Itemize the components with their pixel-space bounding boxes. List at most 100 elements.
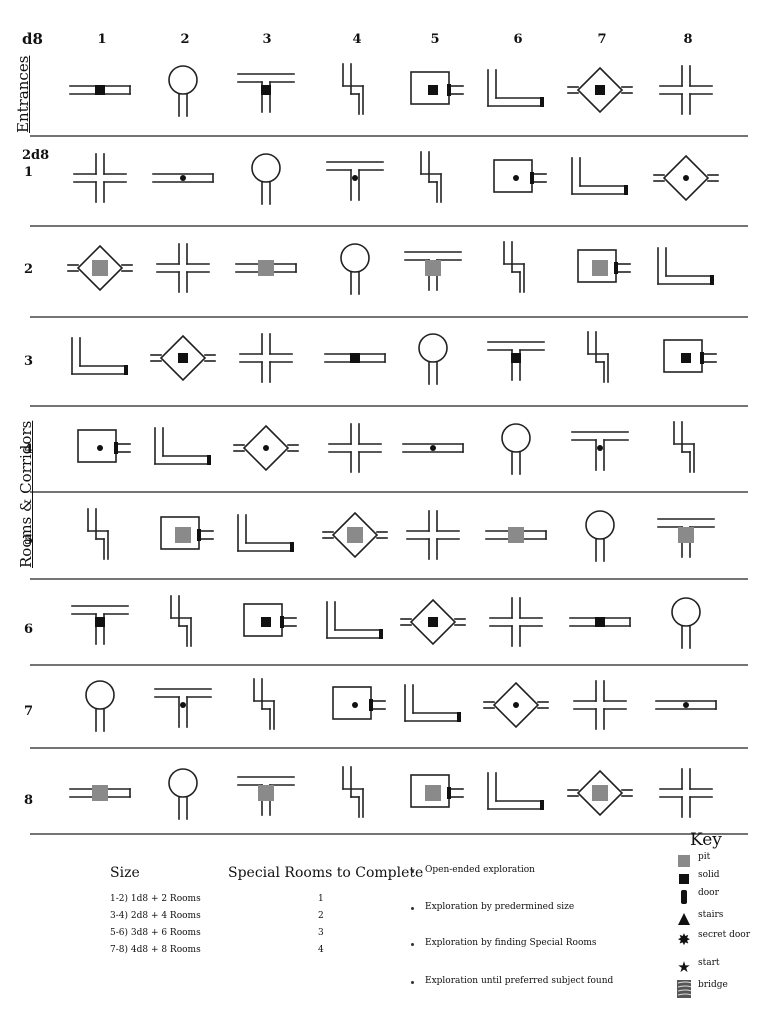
room-corridor-tile xyxy=(237,514,294,552)
room-corridor-tile xyxy=(673,421,695,473)
room-corridor-tile xyxy=(328,423,382,473)
column-number-6: 6 xyxy=(513,32,523,47)
room-corridor-tile xyxy=(587,331,609,383)
room-corridor-tile xyxy=(154,688,212,728)
special-rooms-title: Special Rooms to Complete xyxy=(228,865,424,881)
room-corridor-tile xyxy=(585,510,615,562)
room-corridor-tile xyxy=(503,241,525,293)
legend-area: Size 1-2) 1d8 + 2 Rooms 3-4) 2d8 + 4 Roo… xyxy=(0,830,768,1024)
exploration-row: Exploration by predermined size xyxy=(411,902,574,912)
room-corridor-tile xyxy=(573,680,627,730)
size-title: Size xyxy=(110,865,140,881)
room-corridor-tile xyxy=(657,518,715,558)
column-number-3: 3 xyxy=(262,32,272,47)
entrance-tile xyxy=(237,73,295,113)
room-corridor-tile xyxy=(406,510,460,560)
row-number-5: 5 xyxy=(24,533,34,548)
stairs-icon xyxy=(677,912,691,926)
room-corridor-tile xyxy=(483,681,549,729)
row-number-6: 6 xyxy=(24,622,34,637)
size-row: 1-2) 1d8 + 2 Rooms xyxy=(110,894,201,904)
room-corridor-tile xyxy=(150,334,216,382)
size-row: 3-4) 2d8 + 4 Rooms xyxy=(110,911,201,921)
room-corridor-tile xyxy=(154,427,211,465)
room-corridor-tile xyxy=(493,159,547,193)
room-corridor-tile xyxy=(69,785,131,801)
special-rooms-row: 3 xyxy=(318,928,324,938)
pit-icon xyxy=(677,854,691,868)
room-corridor-tile xyxy=(326,161,384,201)
room-corridor-tile xyxy=(663,339,717,373)
row-number-7: 7 xyxy=(24,704,34,719)
column-number-2: 2 xyxy=(180,32,190,47)
row-number-1: 1 xyxy=(24,165,34,180)
exploration-row: Exploration until preferred subject foun… xyxy=(411,976,613,986)
entrance-tile xyxy=(487,69,544,107)
room-corridor-tile xyxy=(655,700,717,710)
room-corridor-tile xyxy=(332,686,386,720)
room-corridor-tile xyxy=(569,617,631,627)
room-corridor-tile xyxy=(342,766,364,818)
room-corridor-tile xyxy=(489,597,543,647)
d8-label: d8 xyxy=(22,30,43,48)
entrance-tile xyxy=(342,63,364,115)
room-corridor-tile xyxy=(501,423,531,475)
room-corridor-tile xyxy=(156,243,210,293)
column-number-4: 4 xyxy=(352,32,362,47)
room-corridor-tile xyxy=(170,595,192,647)
room-corridor-tile xyxy=(487,341,545,381)
room-corridor-tile xyxy=(418,333,448,385)
room-corridor-tile xyxy=(659,768,713,818)
room-corridor-tile xyxy=(487,772,544,810)
room-corridor-tile xyxy=(657,247,714,285)
row-number-2: 2 xyxy=(24,262,34,277)
room-corridor-tile xyxy=(233,424,299,472)
room-corridor-tile xyxy=(571,431,629,471)
bridge-icon xyxy=(677,980,691,998)
rooms-corridors-section-label: Rooms & Corridors xyxy=(17,420,35,568)
special-rooms-row: 2 xyxy=(318,911,324,921)
secret-door-icon: ✸ xyxy=(677,929,691,949)
room-corridor-tile xyxy=(239,333,293,383)
room-corridor-tile xyxy=(67,244,133,292)
room-corridor-tile xyxy=(577,249,631,283)
exploration-row: Exploration by finding Special Rooms xyxy=(411,938,597,948)
room-corridor-tile xyxy=(671,597,701,649)
row-number-4: 4 xyxy=(24,442,34,457)
room-corridor-tile xyxy=(152,173,214,183)
door-icon xyxy=(677,890,691,904)
room-corridor-tile xyxy=(400,598,466,646)
room-corridor-tile xyxy=(160,516,214,550)
column-number-8: 8 xyxy=(683,32,693,47)
exploration-row: Open-ended exploration xyxy=(411,865,535,875)
special-rooms-row: 4 xyxy=(318,945,324,955)
column-number-7: 7 xyxy=(597,32,607,47)
entrance-tile xyxy=(69,85,131,95)
room-corridor-tile xyxy=(571,157,628,195)
room-corridor-tile xyxy=(251,153,281,205)
room-corridor-tile xyxy=(340,243,370,295)
room-corridor-tile xyxy=(168,768,198,820)
room-corridor-tile xyxy=(71,337,128,375)
row-number-3: 3 xyxy=(24,354,34,369)
entrance-tile xyxy=(659,65,713,115)
room-corridor-tile xyxy=(71,605,129,645)
column-number-5: 5 xyxy=(430,32,440,47)
room-corridor-tile xyxy=(485,527,547,543)
entrances-section-label: Entrances xyxy=(14,55,32,133)
start-icon: ★ xyxy=(677,958,691,976)
row-number-8: 8 xyxy=(24,793,34,808)
room-corridor-tile xyxy=(235,260,297,276)
room-corridor-tile xyxy=(404,251,462,291)
key-title: Key xyxy=(690,830,722,850)
room-corridor-tile xyxy=(85,680,115,732)
size-row: 5-6) 3d8 + 6 Rooms xyxy=(110,928,201,938)
room-corridor-tile xyxy=(402,443,464,453)
room-corridor-tile xyxy=(77,429,131,463)
column-number-1: 1 xyxy=(97,32,107,47)
room-corridor-tile xyxy=(567,769,633,817)
room-corridor-tile xyxy=(324,353,386,363)
room-corridor-tile xyxy=(73,153,127,203)
room-corridor-tile xyxy=(326,601,383,639)
room-corridor-tile xyxy=(243,603,297,637)
